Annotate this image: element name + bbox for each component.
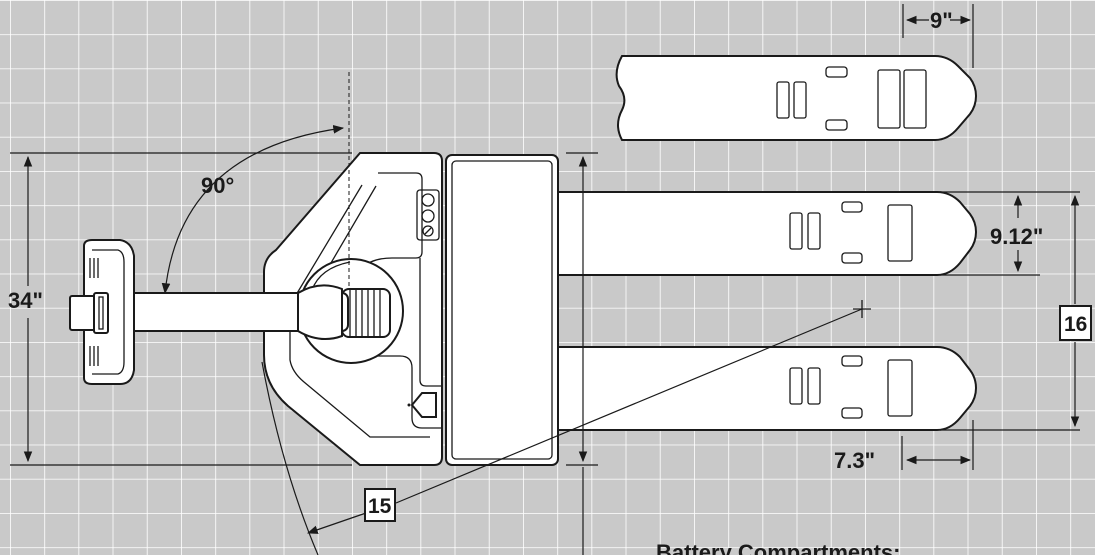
battery-caption: Battery Compartments: — [656, 540, 901, 555]
label-ref-15: 15 — [368, 495, 392, 518]
ref-box-15 — [364, 488, 396, 522]
ref-box-16 — [1059, 305, 1092, 341]
label-fork-gap: 7.3" — [834, 448, 875, 473]
label-ref-16: 16 — [1064, 313, 1087, 336]
fork-detail-top — [615, 55, 978, 141]
label-fork-width: 9.12" — [990, 224, 1043, 249]
tiller-handle — [69, 239, 349, 385]
dimension-fork-width: 9.12" — [940, 191, 1080, 276]
fork-upper — [547, 191, 978, 276]
fork-carriage — [445, 154, 559, 466]
dimension-carriage — [566, 152, 598, 555]
dimension-overall-width: 34" — [8, 152, 352, 466]
label-width-overall: 34" — [8, 288, 43, 313]
label-handle-angle: 90° — [201, 173, 234, 198]
dimension-turning-radius: 15 — [261, 300, 871, 555]
handle-swing-indicator: 90° — [161, 72, 350, 295]
fork-lower — [547, 346, 978, 431]
dimension-fork-tip: 9" — [902, 4, 974, 68]
label-fork-tip: 9" — [930, 8, 953, 33]
dimension-fork-gap: 7.3" — [834, 420, 974, 473]
dimension-outside-forks: 16 — [940, 194, 1092, 431]
